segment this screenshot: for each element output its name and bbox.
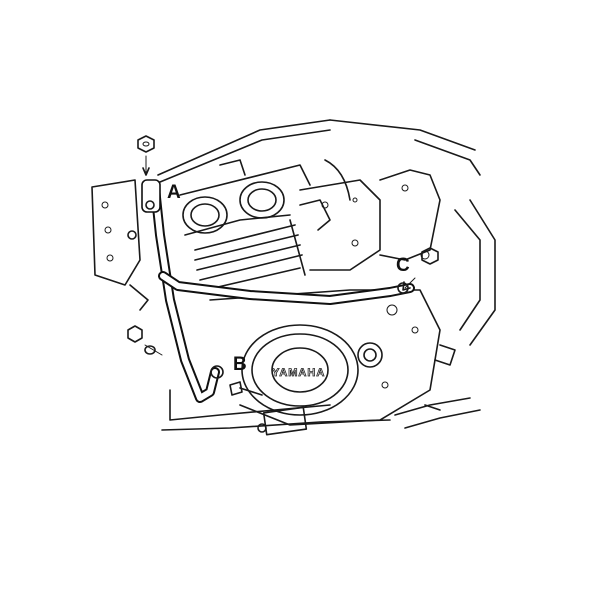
- engine-badge: YAMAHA: [272, 367, 325, 379]
- side-bracket: [91, 179, 149, 311]
- mounting-hardware: [127, 135, 441, 433]
- exhaust-pipes: [161, 344, 481, 431]
- crash-bar: [141, 179, 415, 403]
- callout-label-c: C: [396, 255, 410, 276]
- callout-label-b: B: [233, 354, 247, 375]
- cylinder-fins: [194, 199, 331, 291]
- frame-tubes: [157, 119, 496, 346]
- generator-cover: YAMAHA: [241, 304, 419, 436]
- carburetors: [179, 159, 311, 236]
- callout-label-a: A: [167, 182, 181, 203]
- arrow-a-head: [142, 167, 150, 176]
